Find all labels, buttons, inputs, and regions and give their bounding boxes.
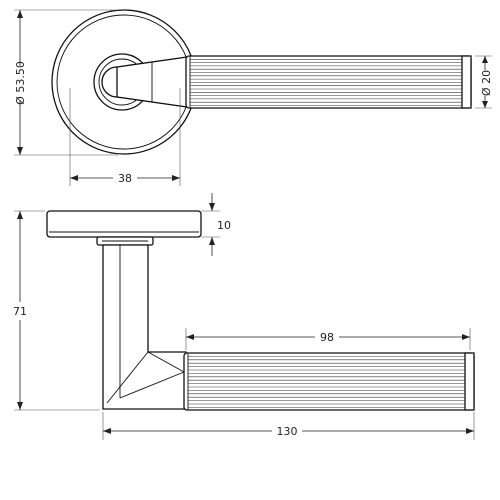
grip-dia-arrow-bottom — [482, 101, 488, 108]
lever-stem — [102, 244, 187, 410]
grip-end-cap-side — [464, 352, 475, 411]
rose-plate — [46, 210, 202, 238]
height-label-bg — [9, 302, 31, 320]
height-arrow-top — [17, 211, 23, 219]
grip-flutes-side — [188, 356, 465, 408]
height-arrow-bottom — [17, 402, 23, 410]
rose-dia-arrow-top — [17, 10, 23, 18]
thick-arrow-top — [209, 203, 215, 211]
side-view: 10 71 98 130 — [9, 193, 475, 440]
grip-len-arrow-left — [186, 334, 194, 340]
overall-arrow-left — [103, 428, 111, 434]
stem-chamfer-2 — [147, 351, 185, 373]
top-view: Ø 53.50 Ø 20 38 — [10, 9, 493, 186]
thick-arrow-bottom — [209, 237, 215, 245]
grip-body-side — [183, 352, 475, 411]
overall-length-label: 130 — [277, 425, 298, 438]
grip-end-cap-top — [461, 55, 472, 109]
grip-dia-label-bg — [478, 70, 493, 96]
spindle-offset-label: 38 — [118, 172, 132, 185]
grip-len-arrow-right — [462, 334, 470, 340]
rose-dia-arrow-bottom — [17, 147, 23, 155]
rose-thickness-label: 10 — [217, 219, 231, 232]
overall-arrow-right — [466, 428, 474, 434]
offset-label-bg — [113, 170, 137, 186]
offset-arrow-left — [70, 175, 78, 181]
overall-label-bg — [272, 423, 302, 439]
grip-length-label: 98 — [320, 331, 334, 344]
grip-len-label-bg — [315, 329, 339, 345]
stem-chamfer-1 — [106, 351, 149, 404]
rose-dia-label-bg — [10, 66, 30, 100]
offset-arrow-right — [172, 175, 180, 181]
rose-diameter-label: Ø 53.50 — [14, 61, 27, 105]
grip-flutes — [190, 59, 462, 106]
stem-chamfer-3 — [119, 371, 185, 399]
grip-body-top — [185, 55, 472, 109]
lever-height-label: 71 — [13, 305, 27, 318]
grip-dia-arrow-top — [482, 56, 488, 63]
grip-diameter-label: Ø 20 — [480, 70, 493, 96]
